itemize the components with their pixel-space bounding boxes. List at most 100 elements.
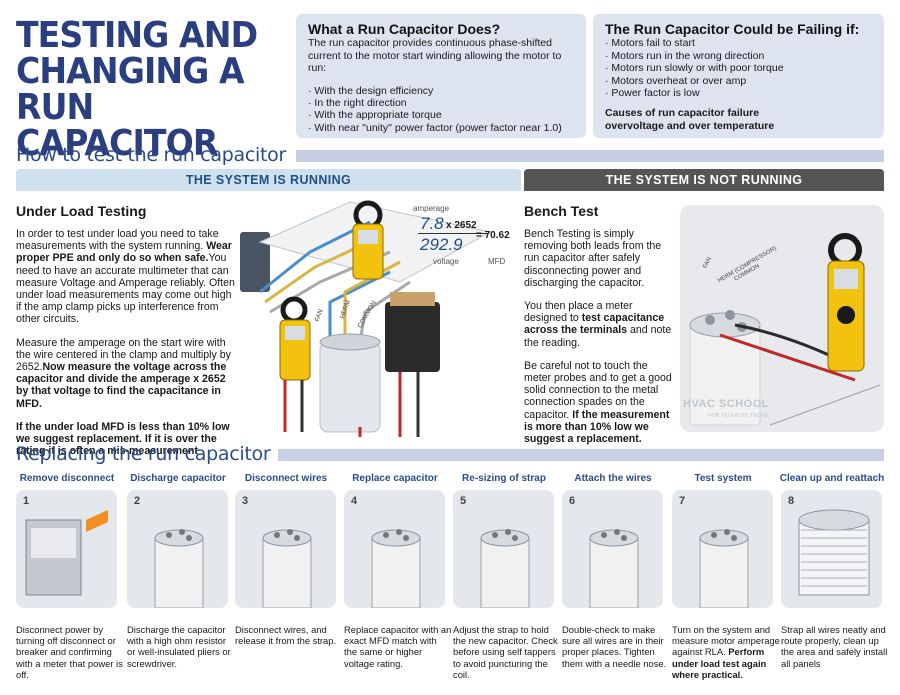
bench-test-p3-bold: If the measurement is more than 10% low … [524,408,670,446]
step-image-box: 5 [453,490,554,608]
bench-test-text: Bench Testing is simply removing both le… [524,228,672,456]
amp-clamp-meter-left [279,296,311,381]
step-text: Replace capacitor with an exact MFD matc… [344,624,452,669]
under-load-text: In order to test under load you need to … [16,228,238,468]
list-item: · In the right direction [308,97,407,110]
under-load-p3: If the under load MFD is less than 10% l… [16,420,230,458]
bench-test-diagram [689,233,881,426]
step-number: 8 [788,495,795,507]
title-line-2: CHANGING A [16,51,245,92]
list-item: · Motors run slowly or with poor torque [605,62,784,75]
step-image-box: 2 [127,490,228,608]
section-divider [296,150,884,162]
watermark-tagline: FOR TECHS BY TECHS [708,413,769,419]
under-load-p1: In order to test under load you need to … [16,228,219,253]
under-load-ppe-warning: Wear proper PPE and only do so when safe… [16,240,232,265]
step-description: Adjust the strap to hold the new capacit… [453,624,561,680]
list-item: · Motors overheat or over amp [605,74,747,87]
step-text-bold: Perform under load test again where prac… [672,646,767,680]
capacitor-top [689,312,761,338]
step-illustration [699,529,749,608]
list-item: · Power factor is low [605,87,700,100]
step-text: Double-check to make sure all wires are … [562,624,667,669]
bench-test-p2: You then place a meter designed to [524,300,633,325]
formula-volts: 292.9 [420,235,463,254]
step-label: Re-sizing of strap [462,473,546,484]
step-image-box: 1 [16,490,117,608]
amperage-label: amperage [413,204,450,213]
step-illustration [25,510,108,596]
step-image-box: 6 [562,490,663,608]
watermark-logo: HVAC SCHOOL [683,398,769,410]
clamp-meter-bench [827,233,865,372]
replace-section-heading: Replacing the run capacitor [16,443,271,465]
step-description: Turn on the system and measure motor amp… [672,624,780,680]
failing-box-list: · Motors fail to start · Motors run in t… [605,37,872,99]
surface-edge [769,384,881,426]
bench-test-p1: Bench Testing is simply removing both le… [524,228,662,289]
capacitor-shape [319,341,381,433]
formula-multiplier: x 2652 [446,220,477,231]
under-load-p2-bold: Now measure the voltage across the capac… [16,361,227,410]
step-number: 3 [242,495,249,507]
list-item: · With the design efficiency [308,84,434,97]
bench-test-heading: Bench Test [524,203,599,219]
step-image-box: 8 [781,490,882,608]
page-title: TESTING AND CHANGING A RUN CAPACITOR [16,18,264,162]
list-item: · Motors fail to start [605,37,695,50]
section-divider [278,449,884,461]
step-text: Strap all wires neatly and route properl… [781,624,888,669]
what-box-intro: The run capacitor provides continuous ph… [308,37,562,75]
contactor-shape [385,302,440,372]
step-label: Replace capacitor [352,473,438,484]
what-box-list: · With the design efficiency · In the ri… [308,85,574,135]
step-illustration [154,529,204,608]
formula-amps: 7.8 [420,214,444,233]
failing-box-heading: The Run Capacitor Could be Failing if: [605,21,860,37]
what-box-heading: What a Run Capacitor Does? [308,21,501,37]
under-load-p1-cont: You need to have an accurate multimeter … [16,252,235,326]
capacitor-body [689,324,761,426]
fan-wire [328,270,391,342]
step-text: Turn on the system and measure motor amp… [672,624,780,658]
step-description: Replace capacitor with an exact MFD matc… [344,624,452,669]
capacitor-top [319,333,381,351]
step-description: Disconnect wires, and release it from th… [235,624,343,646]
step-illustration [798,509,870,596]
terminal-fan [705,315,715,325]
step-illustration [589,529,639,608]
amp-clamp-meter-top [352,200,384,280]
step-text: Adjust the strap to hold the new capacit… [453,624,558,680]
bench-test-p2-bold: test capacitance across the terminals [524,312,665,337]
fraction-bar [418,233,488,234]
step-text: Disconnect power by turning off disconne… [16,624,123,680]
step-label: Disconnect wires [244,473,328,484]
step-text: Disconnect wires, and release it from th… [235,624,337,647]
bench-test-p3: Be careful not to touch the meter probes… [524,359,672,421]
step-illustration [371,529,421,608]
title-line-1: TESTING AND [16,15,258,56]
step-number: 7 [679,495,686,507]
step-number: 4 [351,495,358,507]
step-number: 5 [460,495,467,507]
step-illustration [262,529,312,608]
band-system-running: THE SYSTEM IS RUNNING [16,169,521,191]
step-number: 1 [23,495,30,507]
under-load-heading: Under Load Testing [16,203,147,219]
terminal-herm [725,310,735,320]
bench-test-p2-end: and note the reading. [524,324,672,349]
voltage-label: voltage [433,257,459,266]
step-label: Attach the wires [574,473,652,484]
band-system-not-running: THE SYSTEM IS NOT RUNNING [524,169,884,191]
capacitor-failing-box: The Run Capacitor Could be Failing if: ·… [593,14,884,138]
title-line-3: RUN CAPACITOR [16,87,218,164]
step-description: Disconnect power by turning off disconne… [16,624,124,680]
step-label: Remove disconnect [19,473,115,484]
step-number: 6 [569,495,576,507]
step-label: Discharge capacitor [130,473,226,484]
step-image-box: 7 [672,490,773,608]
test-section-heading: How to test the run capacitor [16,144,286,166]
step-label: Test system [694,473,752,484]
step-number: 2 [134,495,141,507]
step-text: Discharge the capacitor with a high ohm … [127,624,231,669]
